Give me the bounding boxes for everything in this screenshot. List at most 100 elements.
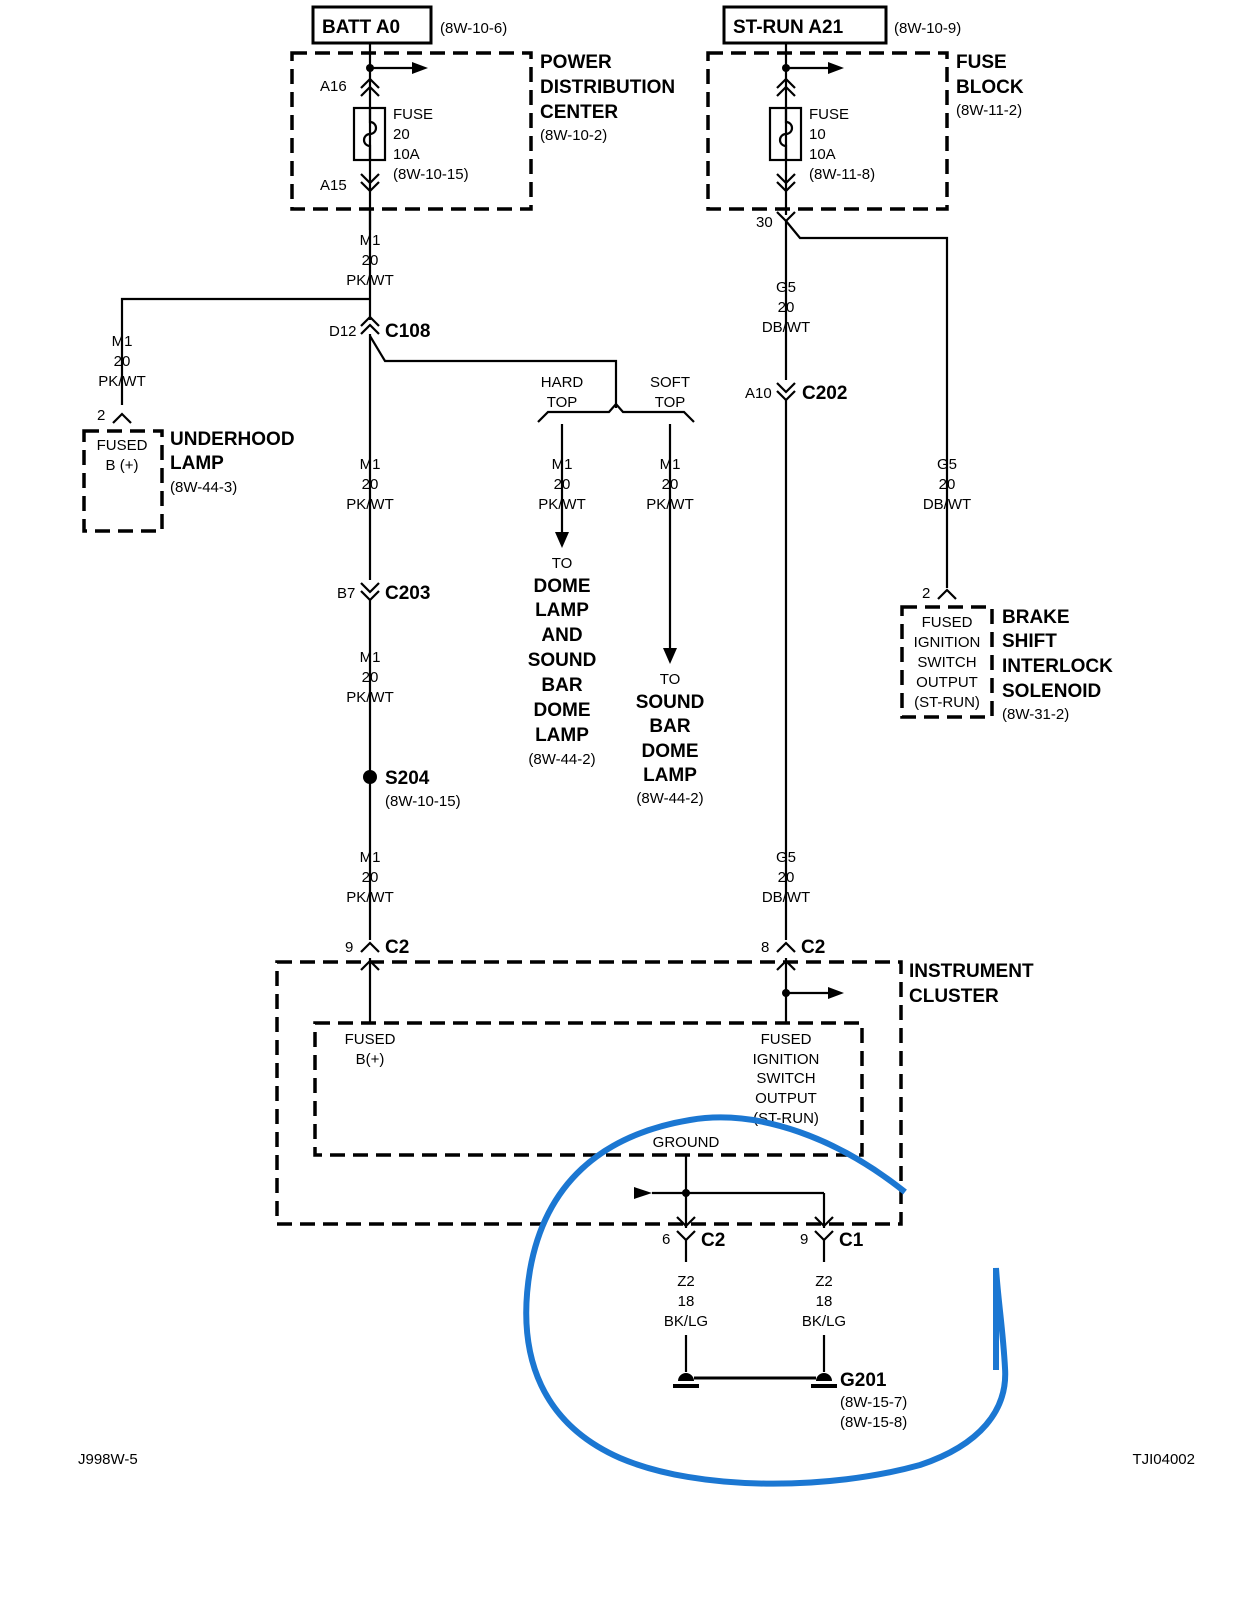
svg-text:20: 20: [662, 476, 679, 493]
svg-text:G5: G5: [937, 456, 957, 473]
svg-text:20: 20: [362, 869, 379, 886]
svg-text:SWITCH: SWITCH: [756, 1070, 815, 1087]
svg-text:BK/LG: BK/LG: [664, 1313, 708, 1330]
s204-splice: [363, 770, 377, 784]
svg-text:(8W-10-2): (8W-10-2): [540, 127, 607, 144]
svg-text:M1: M1: [552, 456, 573, 473]
svg-text:INSTRUMENT: INSTRUMENT: [909, 961, 1034, 982]
svg-text:(8W-44-3): (8W-44-3): [170, 479, 237, 496]
svg-text:IGNITION: IGNITION: [753, 1051, 820, 1068]
svg-text:BAR: BAR: [541, 675, 582, 696]
svg-text:18: 18: [816, 1293, 833, 1310]
svg-text:FUSED: FUSED: [922, 614, 973, 631]
svg-text:20: 20: [362, 252, 379, 269]
svg-text:20: 20: [554, 476, 571, 493]
underhood-lamp: M1 20 PK/WT 2 FUSED B (+) UNDERHOOD LAMP…: [82, 333, 295, 533]
svg-text:SOUND: SOUND: [636, 692, 705, 713]
svg-text:10A: 10A: [393, 146, 420, 163]
svg-text:(8W-10-15): (8W-10-15): [393, 166, 469, 183]
c108-label: C108: [385, 321, 430, 342]
svg-text:SOLENOID: SOLENOID: [1002, 681, 1101, 702]
svg-text:AND: AND: [541, 625, 582, 646]
svg-text:SWITCH: SWITCH: [917, 654, 976, 671]
svg-text:C2: C2: [801, 937, 825, 958]
svg-text:20: 20: [939, 476, 956, 493]
svg-text:DISTRIBUTION: DISTRIBUTION: [540, 77, 675, 98]
svg-text:PK/WT: PK/WT: [346, 496, 394, 513]
svg-text:BRAKE: BRAKE: [1002, 607, 1070, 628]
ground-g201: Z2 18 BK/LG Z2 18 BK/LG G201 (8W-15-7) (…: [664, 1240, 907, 1431]
svg-text:INTERLOCK: INTERLOCK: [1002, 656, 1113, 677]
svg-text:TO: TO: [552, 555, 573, 572]
svg-text:20: 20: [114, 353, 131, 370]
svg-text:C1: C1: [839, 1230, 864, 1251]
batt-a0-box: BATT A0 (8W-10-6): [311, 5, 507, 45]
svg-text:TO: TO: [660, 671, 681, 688]
svg-text:M1: M1: [360, 232, 381, 249]
svg-text:18: 18: [678, 1293, 695, 1310]
st-run-a21-label: ST-RUN A21: [733, 17, 844, 38]
svg-text:DB/WT: DB/WT: [762, 319, 810, 336]
svg-text:2: 2: [97, 407, 105, 424]
svg-text:BK/LG: BK/LG: [802, 1313, 846, 1330]
pdc-pin-a15: A15: [320, 177, 347, 194]
c108-pin: D12: [329, 323, 357, 340]
svg-text:DB/WT: DB/WT: [923, 496, 971, 513]
svg-text:(8W-11-8): (8W-11-8): [809, 166, 875, 183]
svg-text:IGNITION: IGNITION: [914, 634, 981, 651]
svg-text:C2: C2: [385, 937, 409, 958]
svg-text:PK/WT: PK/WT: [646, 496, 694, 513]
svg-text:DOME: DOME: [534, 700, 591, 721]
svg-text:SHIFT: SHIFT: [1002, 631, 1057, 652]
svg-text:(8W-11-2): (8W-11-2): [956, 102, 1022, 119]
svg-text:DOME: DOME: [642, 741, 699, 762]
svg-text:BLOCK: BLOCK: [956, 77, 1024, 98]
svg-text:CLUSTER: CLUSTER: [909, 986, 999, 1007]
svg-text:OUTPUT: OUTPUT: [916, 674, 978, 691]
svg-text:M1: M1: [360, 456, 381, 473]
svg-text:UNDERHOOD: UNDERHOOD: [170, 429, 295, 450]
svg-text:DB/WT: DB/WT: [762, 889, 810, 906]
power-distribution-center: POWER DISTRIBUTION CENTER (8W-10-2) A16 …: [290, 43, 675, 230]
svg-text:8: 8: [761, 939, 769, 956]
svg-text:6: 6: [662, 1231, 670, 1248]
hard-soft-top-selector: HARD TOP SOFT TOP M1 20 PK/WT TO DOME LA…: [528, 374, 705, 807]
svg-text:LAMP: LAMP: [535, 725, 589, 746]
svg-text:PK/WT: PK/WT: [346, 889, 394, 906]
svg-text:20: 20: [362, 669, 379, 686]
svg-text:FUSE: FUSE: [956, 52, 1007, 73]
svg-text:20: 20: [393, 126, 410, 143]
brake-shift-interlock-solenoid: G5 20 DB/WT 2 FUSED IGNITION SWITCH OUTP…: [900, 456, 1113, 723]
svg-text:FUSED: FUSED: [345, 1031, 396, 1048]
svg-text:10A: 10A: [809, 146, 836, 163]
svg-text:PK/WT: PK/WT: [538, 496, 586, 513]
svg-text:PK/WT: PK/WT: [98, 373, 146, 390]
svg-text:9: 9: [345, 939, 353, 956]
svg-text:(8W-15-8): (8W-15-8): [840, 1414, 907, 1431]
svg-text:B(+): B(+): [356, 1051, 385, 1068]
svg-text:POWER: POWER: [540, 52, 612, 73]
batt-a0-label: BATT A0: [322, 17, 400, 38]
footer-left-code: J998W-5: [78, 1451, 138, 1468]
svg-text:PK/WT: PK/WT: [346, 689, 394, 706]
pdc-pin-a16: A16: [320, 78, 347, 95]
svg-text:M1: M1: [360, 649, 381, 666]
g201-label: G201: [840, 1370, 887, 1391]
svg-text:FUSED: FUSED: [761, 1031, 812, 1048]
svg-text:FUSE: FUSE: [809, 106, 849, 123]
svg-text:(8W-44-2): (8W-44-2): [528, 751, 595, 768]
svg-text:C2: C2: [701, 1230, 725, 1251]
st-run-a21-box: ST-RUN A21 (8W-10-9): [722, 5, 961, 45]
g5-main-wire: G5 20 DB/WT A10 C202 G5 20 DB/WT 8 C2: [745, 220, 949, 1022]
m1-main-wire: M1 20 PK/WT D12 C108 M1 20 PK/WT B7 C203…: [120, 209, 618, 1022]
svg-text:PK/WT: PK/WT: [346, 272, 394, 289]
svg-text:(ST-RUN): (ST-RUN): [914, 694, 980, 711]
svg-text:LAMP: LAMP: [643, 765, 697, 786]
svg-text:G5: G5: [776, 279, 796, 296]
svg-text:LAMP: LAMP: [535, 600, 589, 621]
st-run-a21-ref: (8W-10-9): [894, 20, 961, 37]
svg-text:B (+): B (+): [106, 457, 139, 474]
c203-pin: B7: [337, 585, 355, 602]
svg-text:FUSE: FUSE: [393, 106, 433, 123]
